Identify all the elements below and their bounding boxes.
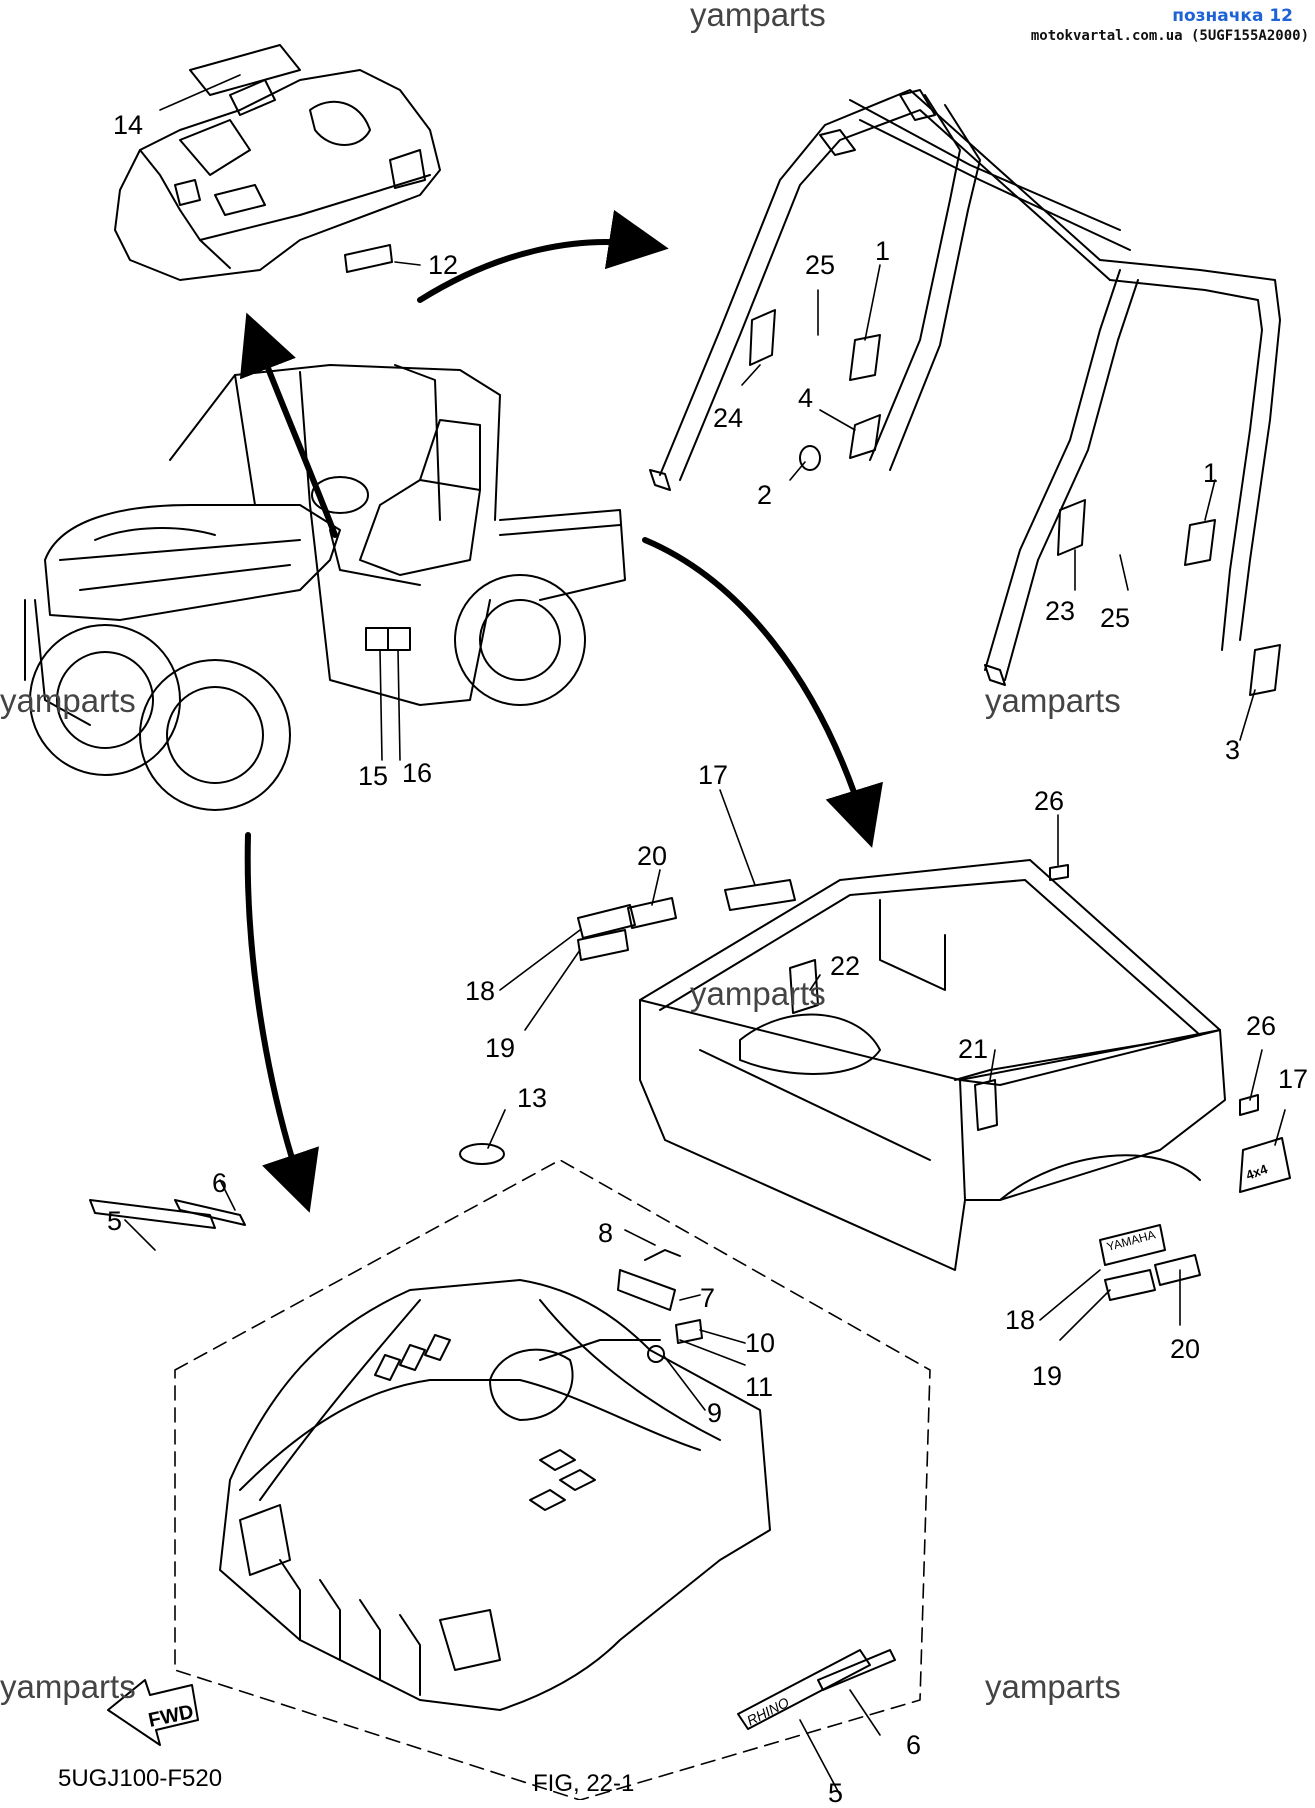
- callout-25: 25: [805, 250, 836, 280]
- callout-8: 8: [598, 1218, 614, 1248]
- decal-26b: [1239, 1094, 1259, 1116]
- decal-17b: [1239, 1137, 1291, 1193]
- callout-18: 18: [465, 976, 496, 1006]
- callout-24: 24: [713, 403, 744, 433]
- leader-lines: [124, 74, 1286, 1796]
- callout-17b: 17: [1278, 1064, 1309, 1094]
- decal-2: [799, 445, 821, 471]
- callout-11: 11: [745, 1372, 774, 1402]
- diagram-code: 5UGJ100-F520: [58, 1765, 223, 1792]
- decal-14: [189, 44, 301, 96]
- cargo-bed: [577, 859, 1291, 1301]
- decal-16: [387, 627, 411, 651]
- callout-6: 6: [212, 1168, 228, 1198]
- watermark-top: yamparts: [690, 0, 826, 33]
- callout-13: 13: [517, 1083, 548, 1113]
- callout-1b: 1: [1203, 458, 1219, 488]
- decal-20b: [1154, 1254, 1201, 1286]
- fwd-label: FWD: [146, 1701, 195, 1732]
- hood-assembly: [89, 1143, 931, 1800]
- callout-10: 10: [745, 1328, 776, 1358]
- decal-26a: [1049, 864, 1069, 881]
- callout-20: 20: [637, 841, 668, 871]
- figure-reference: FIG, 22-1: [533, 1770, 635, 1797]
- callout-19: 19: [485, 1033, 516, 1063]
- callout-4: 4: [798, 383, 814, 413]
- screw-8: [644, 1249, 681, 1261]
- stripe-5a: [89, 1199, 216, 1229]
- watermark-left: yamparts: [0, 682, 136, 719]
- decal-1b: [1184, 519, 1216, 566]
- callout-22: 22: [830, 951, 861, 981]
- callout-5: 5: [107, 1206, 123, 1236]
- decal-21: [974, 1079, 998, 1131]
- arrow-to-hood: [244, 832, 319, 1213]
- callout-18b: 18: [1005, 1305, 1036, 1335]
- rops-frame: [649, 89, 1281, 696]
- callout-16: 16: [402, 758, 433, 788]
- decal-10: [675, 1319, 703, 1344]
- callout-25b: 25: [1100, 603, 1131, 633]
- fwd-arrow-icon: [107, 1679, 199, 1746]
- callout-15: 15: [358, 761, 389, 791]
- decal-19a: [577, 929, 629, 961]
- decal-17a: [724, 879, 796, 911]
- callout-26: 26: [1034, 786, 1065, 816]
- decal-18b: [1099, 1224, 1166, 1266]
- callout-21: 21: [958, 1034, 989, 1064]
- decal-18a: [577, 904, 636, 939]
- emblem-13: [459, 1143, 505, 1165]
- decal-3: [1249, 644, 1281, 696]
- stripe-5b: [737, 1649, 871, 1730]
- arrow-to-frame: [417, 209, 669, 303]
- decal-20a: [627, 897, 677, 929]
- callout-6b: 6: [906, 1730, 922, 1760]
- stripe-6b: [817, 1649, 896, 1691]
- decal-22: [789, 959, 819, 1014]
- bracket-24: [749, 309, 776, 366]
- callout-9: 9: [707, 1398, 723, 1428]
- callout-17: 17: [698, 760, 729, 790]
- callout-26b: 26: [1246, 1011, 1277, 1041]
- stripe-6a: [174, 1199, 246, 1226]
- arrow-to-bed: [642, 537, 883, 848]
- plate-7: [617, 1269, 676, 1311]
- watermark-bottom-left: yamparts: [0, 1668, 136, 1705]
- callout-1: 1: [875, 236, 891, 266]
- watermark-center: yamparts: [690, 975, 826, 1012]
- header-source: motokvartal.com.ua (5UGF155A2000): [1030, 28, 1309, 44]
- watermark-right: yamparts: [985, 682, 1121, 719]
- callout-23: 23: [1045, 596, 1076, 626]
- decal-1a: [849, 334, 881, 381]
- utv-vehicle: [24, 364, 626, 811]
- bracket-23: [1057, 499, 1086, 556]
- callout-12: 12: [428, 250, 459, 280]
- callout-5b: 5: [828, 1778, 844, 1808]
- dashboard-panel: [114, 44, 441, 281]
- callout-7: 7: [700, 1283, 716, 1313]
- decal-19b: [1104, 1269, 1156, 1301]
- decal-15: [365, 627, 389, 651]
- callout-3: 3: [1225, 735, 1241, 765]
- callout-19b: 19: [1032, 1361, 1063, 1391]
- badge-4x4: 4x4: [1244, 1161, 1270, 1183]
- decal-4: [849, 414, 881, 459]
- nut-9: [647, 1345, 665, 1363]
- callout-2: 2: [757, 480, 773, 510]
- decal-12: [344, 244, 393, 273]
- callout-20b: 20: [1170, 1334, 1201, 1364]
- watermark-bottom-right: yamparts: [985, 1668, 1121, 1705]
- header-title[interactable]: позначка 12: [1172, 6, 1293, 26]
- callout-14: 14: [113, 110, 144, 140]
- arrow-to-dashboard: [239, 312, 338, 538]
